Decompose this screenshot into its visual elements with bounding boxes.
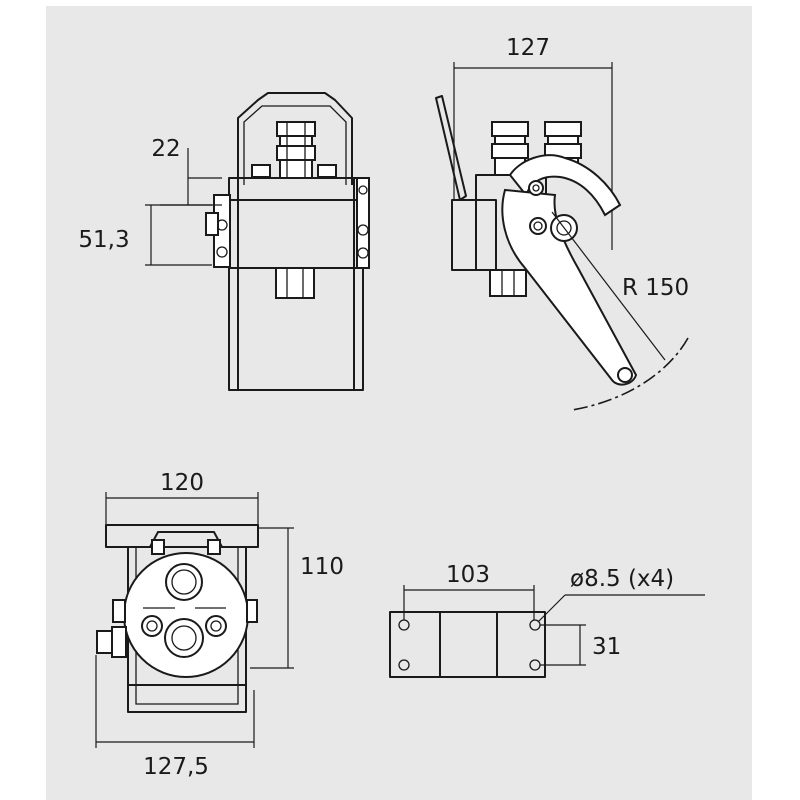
dim-side-depth: 22	[151, 136, 180, 162]
dim-radius: R 150	[622, 275, 689, 301]
dim-hole-spacing: 103	[446, 562, 490, 588]
view-base-plate	[389, 585, 705, 678]
dim-base-width: 127,5	[143, 754, 209, 780]
dim-top-width: 127	[506, 35, 550, 61]
view-side-lever	[435, 62, 689, 411]
dim-hole-pitch: 31	[592, 634, 621, 660]
dim-side-height: 51,3	[78, 227, 129, 253]
dim-front-height: 110	[300, 554, 344, 580]
dim-hole-diameter: ø8.5 (x4)	[570, 566, 674, 592]
dim-front-width: 120	[160, 470, 204, 496]
view-end-ports	[95, 492, 294, 748]
view-front-elevation	[145, 92, 370, 391]
